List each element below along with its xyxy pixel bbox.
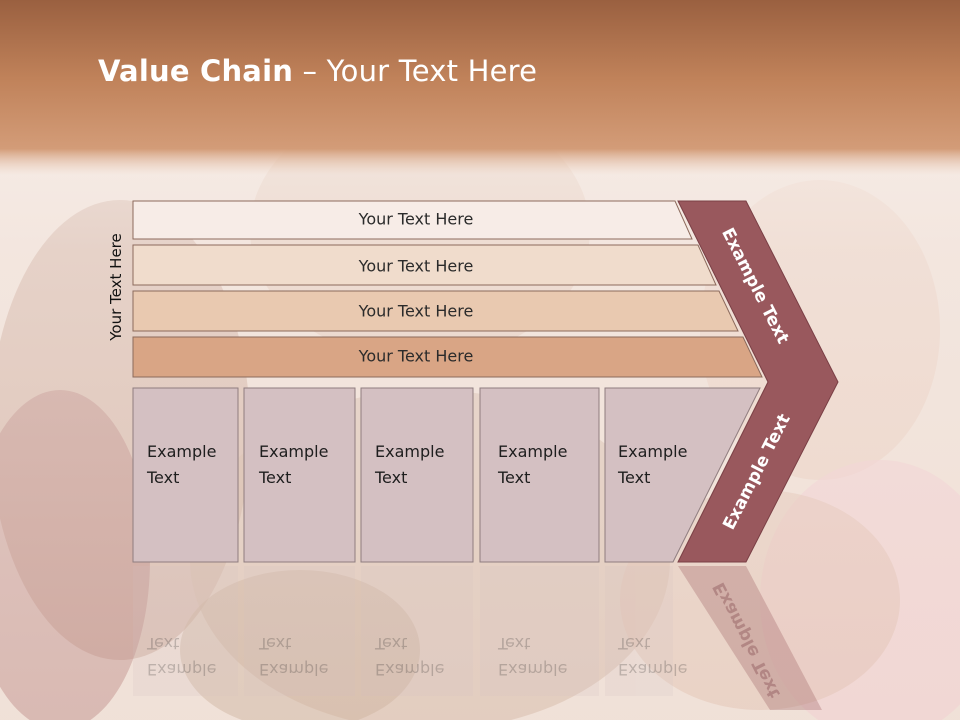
activity-box-2-line2: Text [259, 468, 292, 487]
slide-title-bold: Value Chain [98, 54, 294, 88]
activity-box-3 [360, 387, 474, 563]
activity-box-1-reflection: Example Text [147, 630, 247, 682]
activity-box-2-reflection: Example Text [259, 630, 359, 682]
activity-box-4-reflection-line2: Text [498, 634, 531, 653]
activity-box-1-reflection-line2: Text [147, 634, 180, 653]
activity-box-4-reflection-line1: Example [498, 660, 568, 679]
activity-box-3-reflection: Example Text [375, 630, 475, 682]
activity-box-5 [604, 387, 761, 563]
activity-box-2-line1: Example [259, 442, 329, 461]
activity-box-2-reflection-line2: Text [259, 634, 292, 653]
activity-box-4-line2: Text [498, 468, 531, 487]
chevron-reflection [678, 566, 822, 710]
support-bar-4-label: Your Text Here [358, 346, 474, 366]
support-bar-1-label: Your Text Here [358, 209, 474, 229]
support-bar-4 [132, 336, 763, 378]
support-bar-3 [132, 290, 739, 332]
activity-box-4-reflection: Example Text [498, 630, 598, 682]
activity-box-2 [243, 387, 356, 563]
reflection [133, 566, 673, 696]
activity-box-4-line1: Example [498, 442, 568, 461]
activity-box-5-reflection: Example Text [618, 630, 718, 682]
activity-box-3-reflection-line2: Text [375, 634, 408, 653]
activity-box-2-reflection-line1: Example [259, 660, 329, 679]
activity-box-3-reflection-line1: Example [375, 660, 445, 679]
margin-chevron [677, 200, 839, 563]
slide-title: Value Chain – Your Text Here [98, 54, 537, 88]
activity-box-3-line2: Text [375, 468, 408, 487]
slide-title-rest: – Your Text Here [293, 54, 538, 88]
activity-box-5-reflection-line2: Text [618, 634, 651, 653]
activity-box-5-reflection-line1: Example [618, 660, 688, 679]
activity-box-1 [132, 387, 239, 563]
activity-box-1-line2: Text [147, 468, 180, 487]
support-bar-2 [132, 244, 717, 286]
activity-box-5-line2: Text [618, 468, 651, 487]
activity-box-1-line1: Example [147, 442, 217, 461]
activity-box-4 [479, 387, 600, 563]
activity-box-1-reflection-line1: Example [147, 660, 217, 679]
activity-box-3-line1: Example [375, 442, 445, 461]
activity-box-5-line1: Example [618, 442, 688, 461]
support-bar-2-label: Your Text Here [358, 256, 474, 276]
support-bar-1 [132, 200, 693, 240]
support-bar-3-label: Your Text Here [358, 301, 474, 321]
